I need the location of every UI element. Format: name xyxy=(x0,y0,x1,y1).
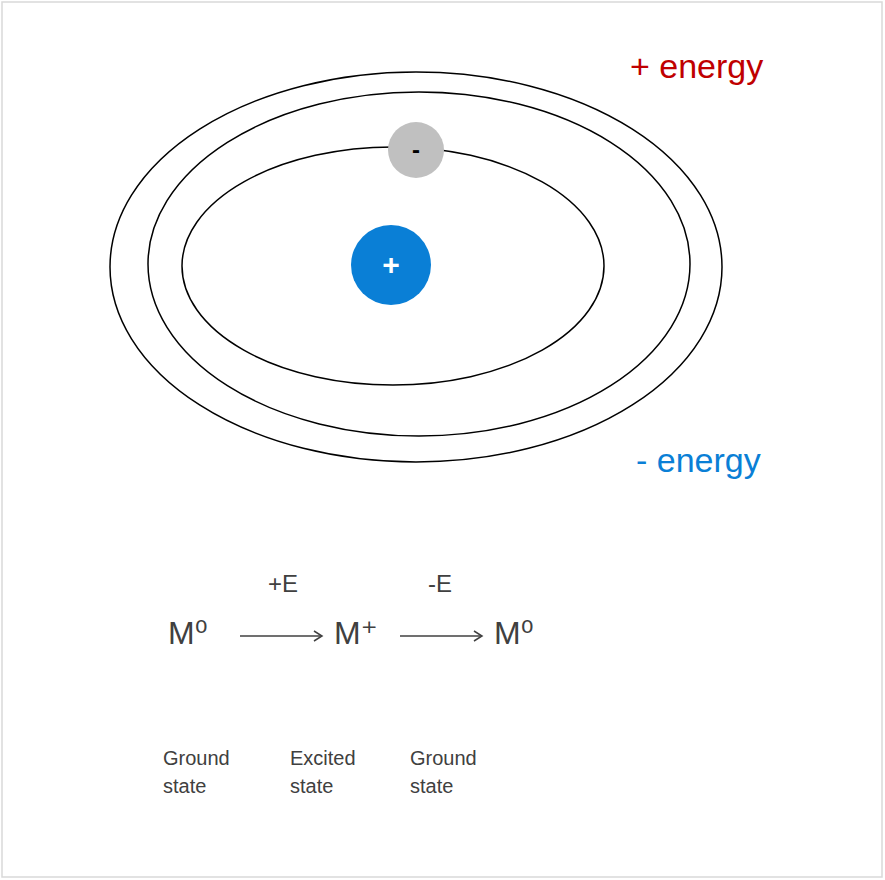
species-symbol: M⁰ xyxy=(168,614,207,652)
energy-change: +E xyxy=(268,570,298,599)
orbit-inner xyxy=(182,147,604,385)
species-symbol: M⁺ xyxy=(334,614,378,652)
energy-label: + energy xyxy=(630,46,763,87)
state-label: Ground state xyxy=(163,744,243,800)
charge-sign: + xyxy=(351,225,431,305)
charge-sign: - xyxy=(388,122,444,178)
orbit-middle xyxy=(148,92,690,436)
electron-circle: - xyxy=(388,122,444,178)
orbit-outer xyxy=(110,72,722,462)
energy-change: -E xyxy=(428,570,452,599)
state-label: Excited state xyxy=(290,744,370,800)
energy-label: - energy xyxy=(636,440,761,481)
nucleus-circle: + xyxy=(351,225,431,305)
state-label: Ground state xyxy=(410,744,490,800)
species-symbol: M⁰ xyxy=(494,614,533,652)
